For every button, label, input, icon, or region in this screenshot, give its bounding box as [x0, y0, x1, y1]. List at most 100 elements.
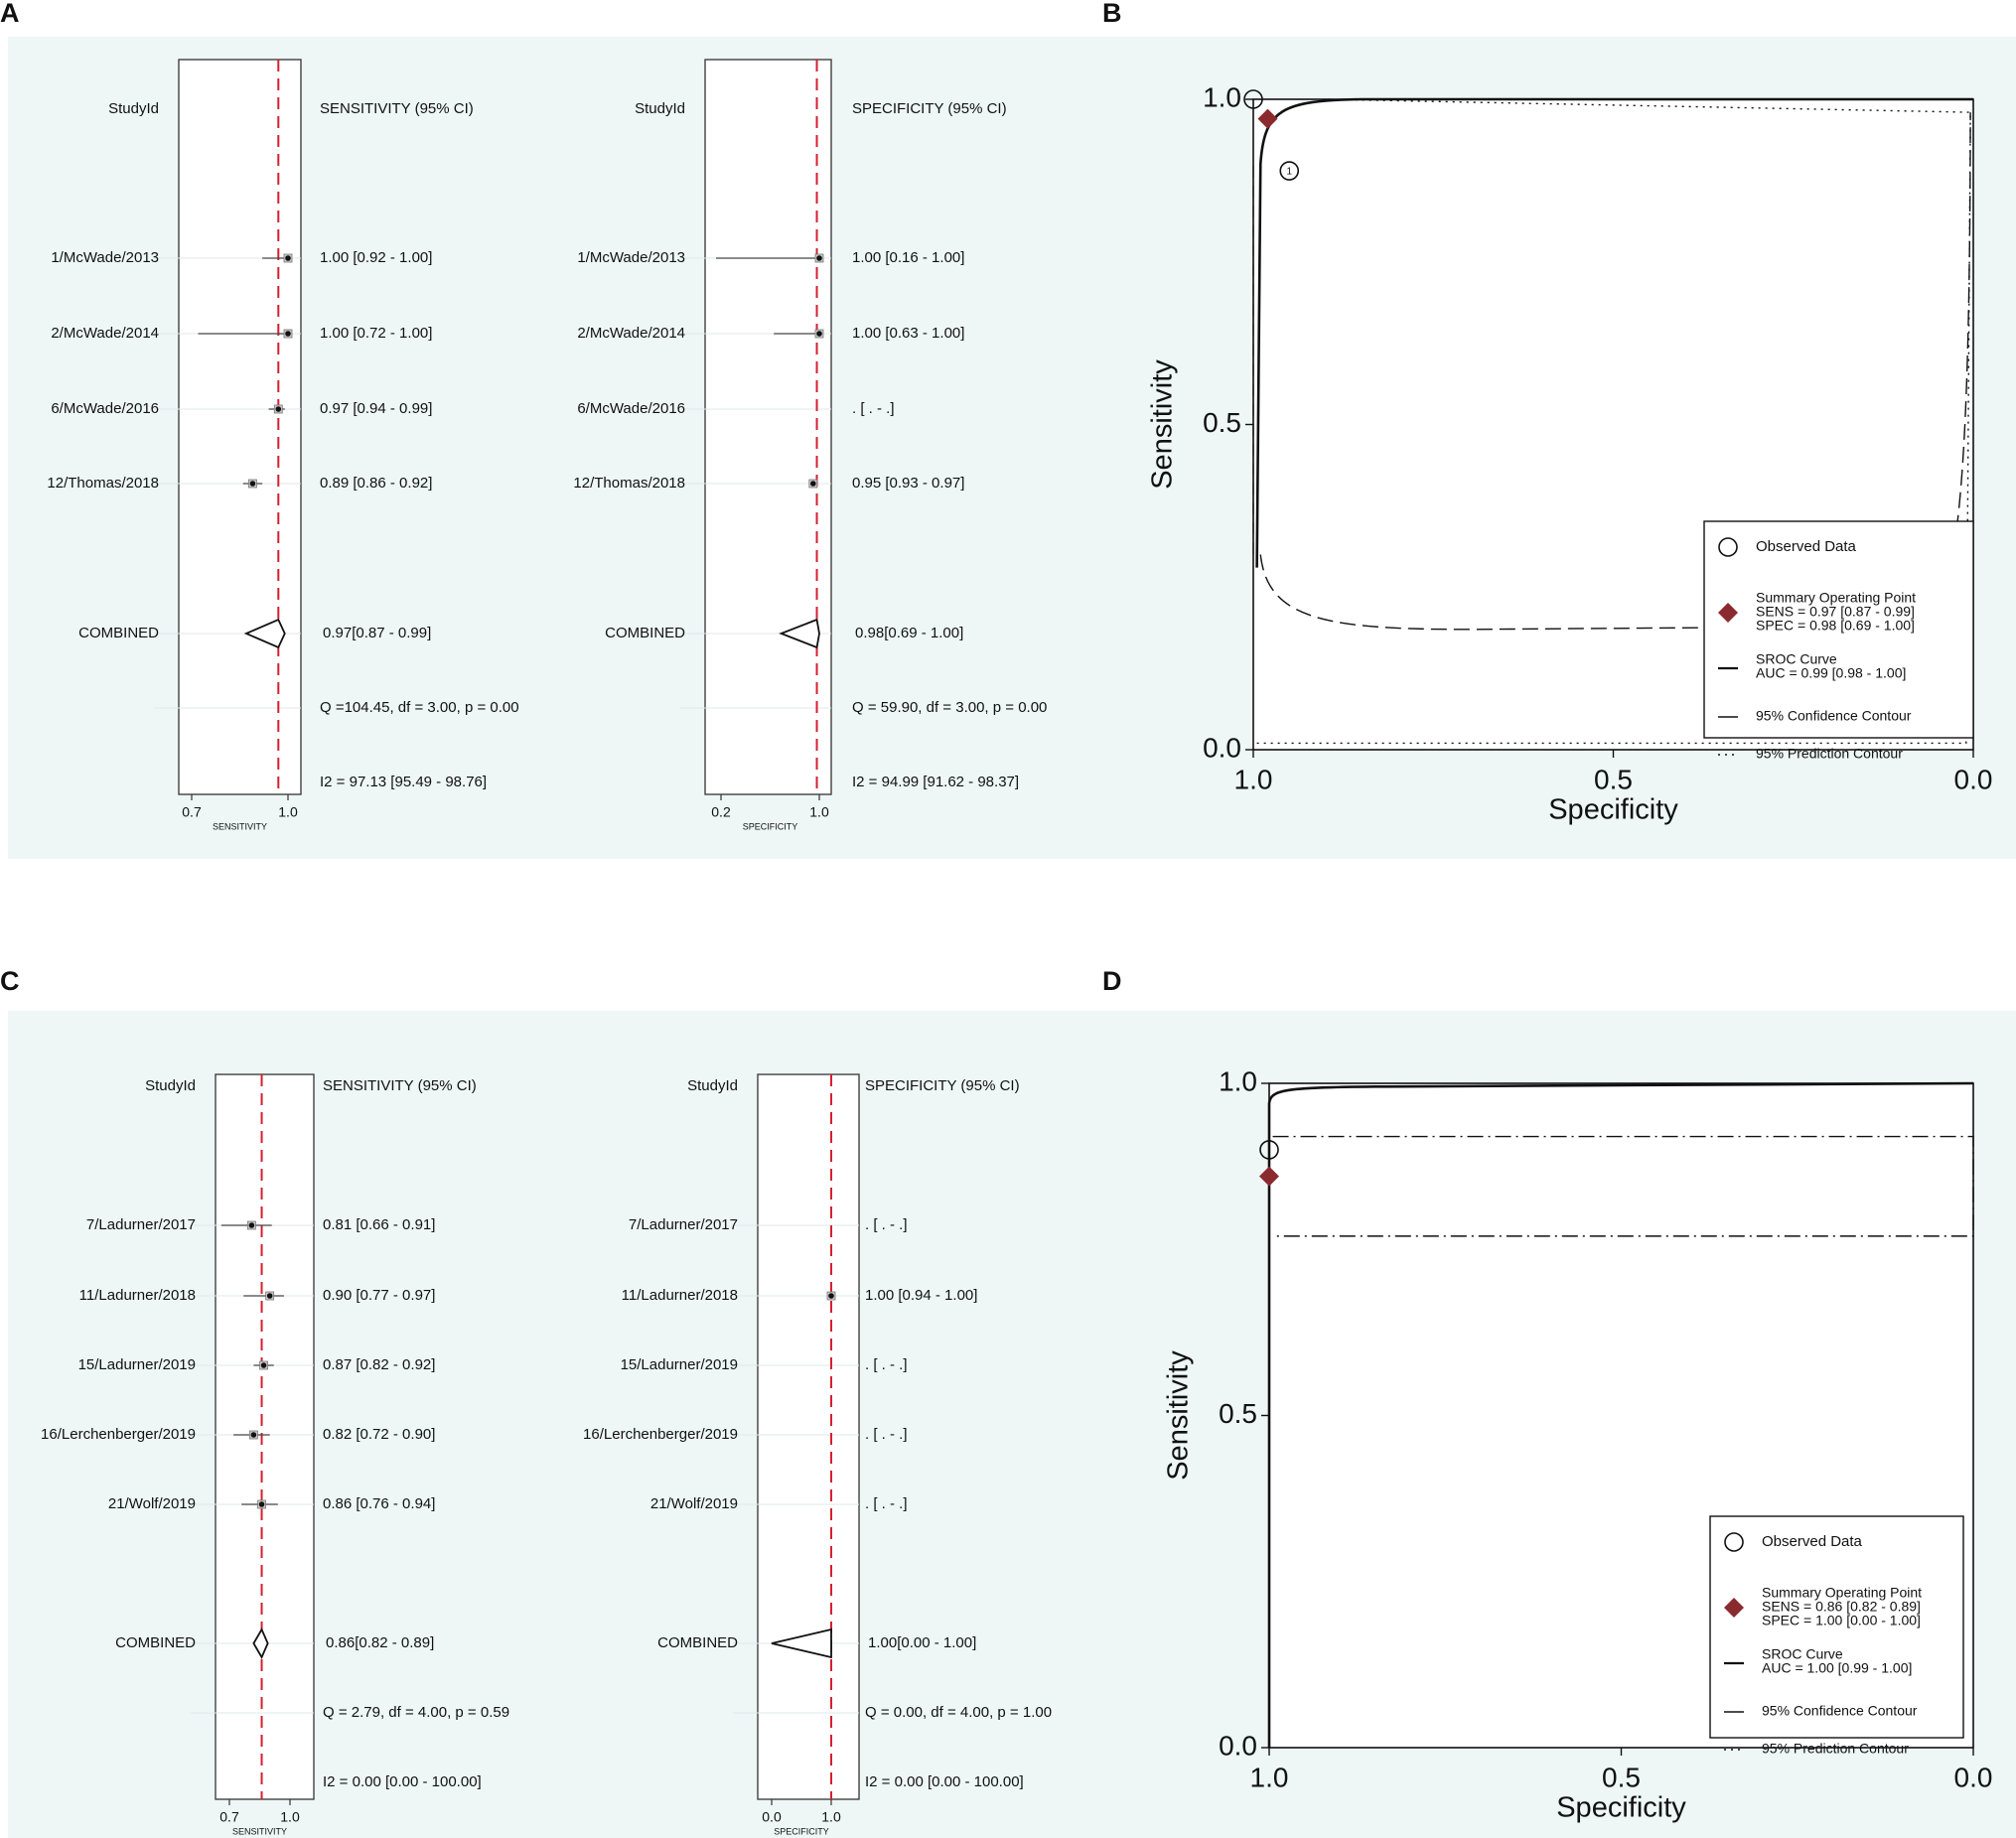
- legend-summary-symbol: [1718, 603, 1738, 623]
- study-label: 16/Lerchenberger/2019: [583, 1426, 738, 1443]
- studyid-header: StudyId: [635, 100, 685, 117]
- study-point-estimate: [810, 481, 816, 487]
- observed-data-point: [1259, 1140, 1279, 1160]
- y-tick-label: 0.5: [1219, 1398, 1257, 1429]
- x-tick-label: 0.5: [1602, 1762, 1641, 1792]
- combined-estimate-text: 0.86[0.82 - 0.89]: [326, 1634, 434, 1651]
- study-estimate-text: 0.87 [0.82 - 0.92]: [323, 1356, 435, 1373]
- study-label: 7/Ladurner/2017: [629, 1216, 738, 1233]
- study-label: 11/Ladurner/2018: [79, 1287, 196, 1304]
- sroc-curve: [1255, 97, 1973, 568]
- confidence-contour: [1272, 1135, 1974, 1237]
- study-point-estimate: [285, 255, 291, 261]
- study-estimate-text: 0.95 [0.93 - 0.97]: [852, 475, 964, 492]
- summary-operating-point: [1259, 1166, 1279, 1187]
- study-label: 1/McWade/2013: [577, 249, 685, 266]
- y-tick-label: 1.0: [1203, 81, 1241, 112]
- legend-prediction-label: 95% Prediction Contour: [1756, 746, 1903, 762]
- heterogeneity-q-text: Q = 59.90, df = 3.00, p = 0.00: [852, 699, 1047, 716]
- study-point-estimate: [250, 1432, 257, 1438]
- legend-summary-sens: SENS = 0.86 [0.82 - 0.89]: [1762, 1599, 1921, 1615]
- forest-plot-a-sensitivity: StudyId SENSITIVITY (95% CI) 1/McWade/2013…: [47, 59, 519, 831]
- y-axis-title: Sensitivity: [1163, 1350, 1195, 1481]
- axis-tick-label: 1.0: [278, 804, 298, 820]
- estimate-header: SENSITIVITY (95% CI): [320, 100, 474, 117]
- legend-sroc-auc: AUC = 0.99 [0.98 - 1.00]: [1756, 665, 1906, 681]
- combined-diamond: [252, 1627, 269, 1659]
- study-point-estimate: [249, 481, 256, 487]
- study-label: 21/Wolf/2019: [650, 1495, 738, 1512]
- combined-label: COMBINED: [115, 1634, 196, 1651]
- forest-plot-box: [704, 59, 832, 795]
- study-label: 21/Wolf/2019: [108, 1495, 196, 1512]
- axis-tick-label: 1.0: [280, 1809, 300, 1825]
- study-label: 11/Ladurner/2018: [622, 1287, 738, 1304]
- study-label: 2/McWade/2014: [577, 325, 685, 342]
- estimate-header: SPECIFICITY (95% CI): [852, 100, 1007, 117]
- legend-summary-sens: SENS = 0.97 [0.87 - 0.99]: [1756, 604, 1915, 620]
- study-estimate-text: 0.90 [0.77 - 0.97]: [323, 1287, 435, 1304]
- study-point-estimate: [285, 331, 291, 337]
- combined-diamond: [771, 1627, 832, 1659]
- axis-tick-label: 1.0: [809, 804, 829, 820]
- axis-tick-label: 0.7: [219, 1809, 239, 1825]
- combined-label: COMBINED: [657, 1634, 738, 1651]
- observed-data-point: [1279, 161, 1300, 181]
- legend-observed-label: Observed Data: [1756, 538, 1857, 555]
- study-label: 2/McWade/2014: [51, 325, 159, 342]
- axis-title: SPECIFICITY: [743, 821, 798, 831]
- combined-diamond: [779, 618, 820, 649]
- x-axis-title: Specificity: [1556, 1792, 1686, 1824]
- heterogeneity-q-text: Q = 0.00, df = 4.00, p = 1.00: [865, 1704, 1052, 1721]
- studyid-header: StudyId: [145, 1077, 196, 1094]
- panel-letter-c: C: [0, 966, 20, 996]
- x-tick-label: 1.0: [1234, 764, 1273, 794]
- forest-plot-box: [757, 1073, 860, 1800]
- study-point-estimate: [266, 1293, 273, 1299]
- study-point-estimate: [275, 406, 282, 412]
- combined-estimate-text: 1.00[0.00 - 1.00]: [868, 1634, 976, 1651]
- estimate-header: SPECIFICITY (95% CI): [865, 1077, 1020, 1094]
- y-axis-title: Sensitivity: [1147, 359, 1179, 490]
- study-estimate-text: . [ . - .]: [865, 1216, 908, 1233]
- study-point-estimate: [258, 1501, 265, 1507]
- combined-label: COMBINED: [605, 625, 685, 641]
- combined-label: COMBINED: [78, 625, 159, 641]
- legend-observed-symbol: [1718, 537, 1738, 557]
- forest-plot-box: [178, 59, 302, 795]
- forest-plot-box: [215, 1073, 315, 1800]
- study-estimate-text: . [ . - .]: [865, 1426, 908, 1443]
- legend-confidence-label: 95% Confidence Contour: [1762, 1703, 1918, 1719]
- study-label: 7/Ladurner/2017: [86, 1216, 196, 1233]
- study-estimate-text: 1.00 [0.92 - 1.00]: [320, 249, 432, 266]
- legend-summary-symbol: [1724, 1598, 1744, 1618]
- x-axis-title: Specificity: [1548, 794, 1678, 826]
- sroc-curve: [1267, 1081, 1974, 1748]
- panel-letter-a: A: [0, 0, 20, 28]
- panel-letter-b: B: [1102, 0, 1122, 28]
- observed-point-label: 1: [1286, 167, 1292, 178]
- legend-box: [1709, 1515, 1964, 1739]
- axis-title: SENSITIVITY: [232, 1826, 287, 1836]
- legend-confidence-label: 95% Confidence Contour: [1756, 708, 1912, 724]
- combined-estimate-text: 0.97[0.87 - 0.99]: [323, 625, 431, 641]
- y-tick-label: 0.0: [1219, 1730, 1257, 1761]
- panel-letter-d: D: [1102, 966, 1122, 996]
- combined-diamond: [243, 618, 286, 649]
- study-point-estimate: [816, 331, 822, 337]
- legend-sroc-auc: AUC = 1.00 [0.99 - 1.00]: [1762, 1660, 1912, 1676]
- study-label: 15/Ladurner/2019: [621, 1356, 738, 1373]
- combined-estimate-text: 0.98[0.69 - 1.00]: [855, 625, 963, 641]
- study-estimate-text: 1.00 [0.72 - 1.00]: [320, 325, 432, 342]
- study-label: 15/Ladurner/2019: [78, 1356, 196, 1373]
- study-label: 1/McWade/2013: [51, 249, 159, 266]
- legend-box: [1703, 520, 1974, 739]
- studyid-header: StudyId: [108, 100, 159, 117]
- study-estimate-text: . [ . - .]: [865, 1356, 908, 1373]
- legend-summary-title: Summary Operating Point: [1756, 590, 1916, 606]
- x-tick-label: 1.0: [1250, 1762, 1289, 1792]
- legend-summary-spec: SPEC = 1.00 [0.00 - 1.00]: [1762, 1613, 1921, 1628]
- study-estimate-text: 1.00 [0.63 - 1.00]: [852, 325, 964, 342]
